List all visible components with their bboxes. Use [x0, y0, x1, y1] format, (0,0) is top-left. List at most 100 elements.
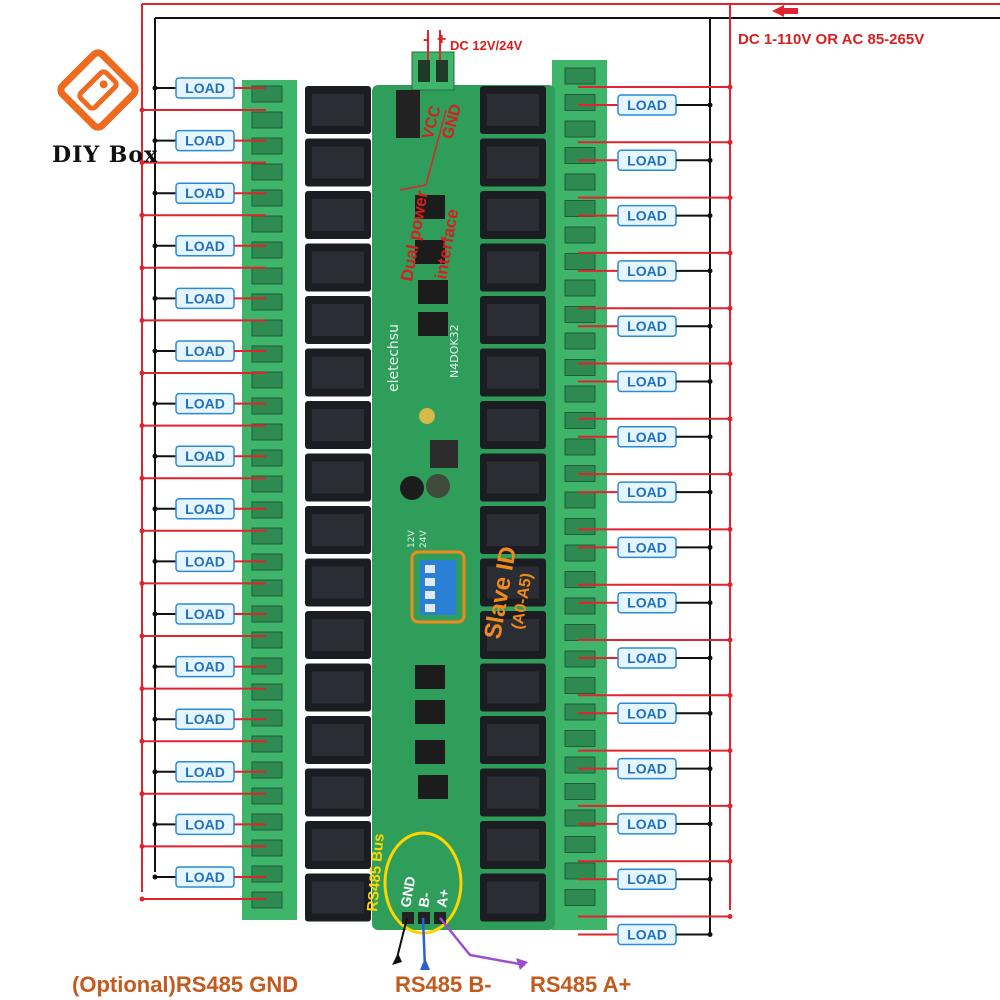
- rs485-b-caption: RS485 B-: [395, 972, 492, 997]
- load-box: LOAD: [617, 149, 677, 172]
- ic-chips: [415, 195, 448, 799]
- pin-a-label: A+: [433, 888, 452, 909]
- rs485-gnd-caption: (Optional)RS485 GND: [72, 972, 298, 997]
- ic-chip: [415, 240, 445, 264]
- load-box: LOAD: [617, 481, 677, 503]
- load-box: LOAD: [175, 392, 235, 415]
- ic-chip: [415, 665, 445, 689]
- load-box: LOAD: [175, 182, 235, 204]
- load-box: LOAD: [175, 129, 235, 152]
- load-label: LOAD: [185, 711, 225, 727]
- brand-name: DIY Box: [52, 142, 159, 168]
- load-label: LOAD: [185, 764, 225, 780]
- load-label: LOAD: [627, 705, 667, 721]
- ic-chip: [418, 280, 448, 304]
- voltage-print-12v: 12V: [407, 530, 417, 548]
- load-label: LOAD: [627, 263, 667, 279]
- load-label: LOAD: [627, 816, 667, 832]
- load-box: LOAD: [617, 813, 677, 835]
- load-label: LOAD: [185, 501, 225, 517]
- load-box: LOAD: [617, 315, 677, 337]
- load-box: LOAD: [175, 77, 235, 99]
- load-wiring: LOAD LOAD LOAD LOAD LOAD LOAD LOAD LOAD LOAD LOAD…: [139, 77, 733, 946]
- load-label: LOAD: [185, 80, 225, 96]
- load-box: LOAD: [175, 603, 235, 625]
- ic-chip: [418, 312, 448, 336]
- load-label: LOAD: [185, 343, 225, 359]
- rs485-connector: [383, 831, 528, 970]
- load-label: LOAD: [627, 761, 667, 777]
- rs485-bus-label: RS485 Bus: [364, 833, 388, 913]
- pin-b-label: B-: [415, 891, 433, 909]
- main-supply-label: DC 1-110V OR AC 85-265V: [738, 31, 924, 48]
- voltage-print-24v: 24V: [419, 530, 429, 548]
- diy-box-logo-icon: [57, 49, 139, 131]
- load-box: LOAD: [617, 426, 677, 448]
- load-label: LOAD: [185, 606, 225, 622]
- load-label: LOAD: [627, 927, 667, 943]
- power-connector: [396, 30, 455, 138]
- load-box: LOAD: [175, 761, 235, 783]
- load-label: LOAD: [627, 208, 667, 224]
- load-box: LOAD: [175, 550, 235, 573]
- load-label: LOAD: [185, 869, 225, 885]
- load-box: LOAD: [617, 647, 677, 669]
- load-label: LOAD: [185, 396, 225, 412]
- load-box: LOAD: [175, 866, 235, 888]
- load-label: LOAD: [185, 448, 225, 464]
- load-label: LOAD: [627, 152, 667, 168]
- dual-power-arrow: [399, 109, 447, 191]
- load-label: LOAD: [627, 374, 667, 390]
- plus-symbol: +: [437, 31, 446, 48]
- load-label: LOAD: [627, 429, 667, 445]
- ic-chip: [415, 700, 445, 724]
- load-box: LOAD: [617, 868, 677, 890]
- ic-chip: [415, 195, 445, 219]
- board-brand-print: eletechsu: [386, 324, 402, 392]
- load-box: LOAD: [175, 445, 235, 467]
- board-model-print: N4DOK32: [448, 324, 461, 378]
- minus-symbol: -: [423, 31, 428, 48]
- load-box: LOAD: [175, 708, 235, 730]
- load-label: LOAD: [627, 484, 667, 500]
- pin-gnd-label: GND: [397, 875, 418, 908]
- load-label: LOAD: [627, 539, 667, 555]
- load-box: LOAD: [617, 591, 677, 614]
- slave-id-dip-switch: [400, 408, 466, 624]
- load-box: LOAD: [617, 702, 677, 725]
- load-label: LOAD: [185, 290, 225, 306]
- load-label: LOAD: [627, 595, 667, 611]
- load-box: LOAD: [617, 260, 677, 282]
- load-label: LOAD: [185, 238, 225, 254]
- main-power-bus: [141, 3, 1000, 935]
- ic-chip: [418, 775, 448, 799]
- load-label: LOAD: [627, 97, 667, 113]
- load-label: LOAD: [185, 185, 225, 201]
- relay-columns: [305, 86, 546, 922]
- load-box: LOAD: [617, 757, 677, 780]
- terminal-screws: [251, 67, 596, 909]
- load-box: LOAD: [175, 235, 235, 257]
- load-box: LOAD: [617, 536, 677, 559]
- rs485-a-caption: RS485 A+: [530, 972, 631, 997]
- load-box: LOAD: [175, 287, 235, 310]
- board-supply-label: DC 12V/24V: [450, 38, 523, 53]
- load-label: LOAD: [627, 650, 667, 666]
- ic-chip: [415, 740, 445, 764]
- arrow-left-icon: [772, 5, 784, 17]
- load-box: LOAD: [617, 923, 677, 946]
- load-box: LOAD: [175, 655, 235, 678]
- load-label: LOAD: [185, 133, 225, 149]
- load-label: LOAD: [627, 871, 667, 887]
- load-box: LOAD: [617, 370, 677, 393]
- load-label: LOAD: [185, 816, 225, 832]
- load-box: LOAD: [175, 813, 235, 836]
- load-box: LOAD: [175, 340, 235, 362]
- load-box: LOAD: [617, 94, 677, 116]
- load-label: LOAD: [185, 553, 225, 569]
- load-label: LOAD: [185, 659, 225, 675]
- load-box: LOAD: [617, 204, 677, 227]
- load-box: LOAD: [175, 498, 235, 520]
